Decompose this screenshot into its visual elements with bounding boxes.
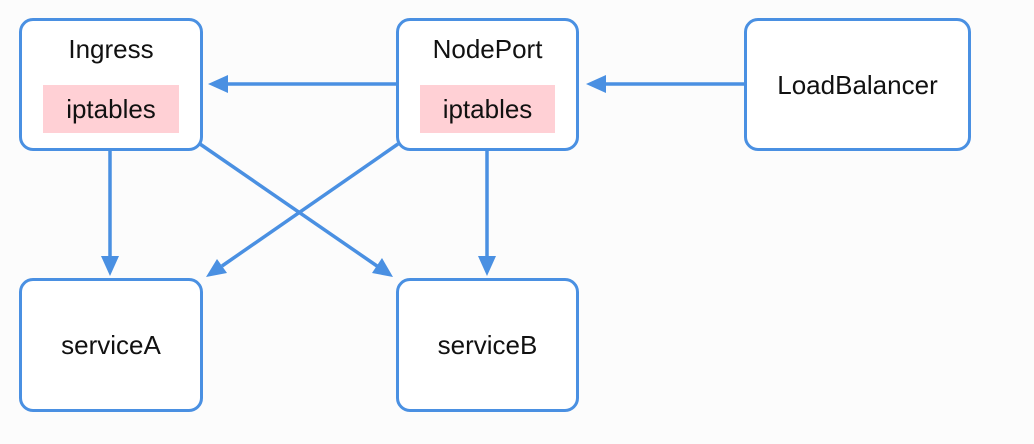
serviceB-title: serviceB <box>437 330 538 360</box>
edge-ingress-to-serviceB <box>199 142 378 268</box>
nodeport-iptables-tag: iptables <box>420 85 555 133</box>
arrowhead-nodeport-to-ingress <box>208 75 228 93</box>
arrowhead-nodeport-to-serviceA <box>206 259 227 277</box>
ingress-iptables-tag: iptables <box>43 85 179 133</box>
serviceA-title: serviceA <box>61 330 161 360</box>
nodeport-box: NodePort iptables <box>396 18 579 151</box>
arrowhead-ingress-to-serviceB <box>372 258 393 277</box>
arrowhead-nodeport-to-serviceB <box>478 256 496 276</box>
loadbalancer-title: LoadBalancer <box>777 69 938 100</box>
loadbalancer-box: LoadBalancer <box>744 18 971 151</box>
nodeport-title: NodePort <box>432 34 543 64</box>
ingress-title: Ingress <box>68 34 154 64</box>
arrowhead-ingress-to-serviceA <box>101 256 119 276</box>
ingress-box: Ingress iptables <box>19 18 203 151</box>
arrowhead-loadbalancer-to-nodeport <box>586 75 606 93</box>
serviceB-box: serviceB <box>396 278 579 412</box>
edge-nodeport-to-serviceA <box>221 142 399 268</box>
serviceA-box: serviceA <box>19 278 203 412</box>
